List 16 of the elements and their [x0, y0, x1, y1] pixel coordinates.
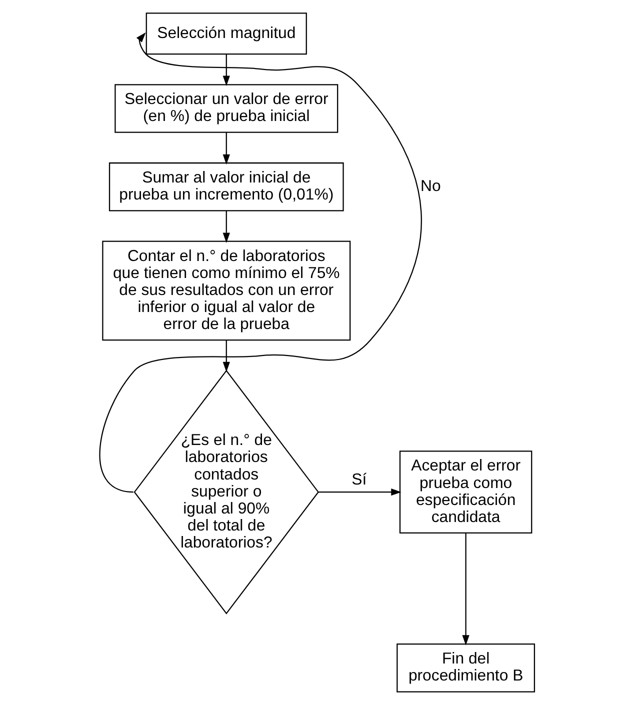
node-box: Selección magnitud	[145, 12, 306, 55]
node-box: Seleccionar un valor de error (en %) de prueba inicial	[114, 84, 338, 133]
arrow	[462, 533, 469, 646]
arrow	[98, 32, 422, 493]
arrow	[222, 132, 230, 165]
node-box: Contar el n.° de laboratorios que tienen como mínimo el 75% de sus resultados con un error inferior o igual al valor de error de la prueba	[102, 240, 350, 341]
arrow	[318, 488, 401, 496]
arrow	[222, 340, 230, 372]
arrow	[222, 211, 230, 243]
arrow	[222, 54, 230, 86]
node-box: Aceptar el error prueba como especificación candidata	[398, 450, 532, 534]
edge-label: No	[420, 178, 440, 196]
node-box: Sumar al valor inicial de prueba un incremento (0,01%)	[108, 162, 344, 212]
node-box: Fin del procedimiento B	[396, 644, 535, 692]
edge-label: Sí	[351, 471, 366, 488]
node-diamond: ¿Es el n.° de laboratorios contados superior o igual al 90% del total de laboratorios?	[133, 370, 319, 614]
